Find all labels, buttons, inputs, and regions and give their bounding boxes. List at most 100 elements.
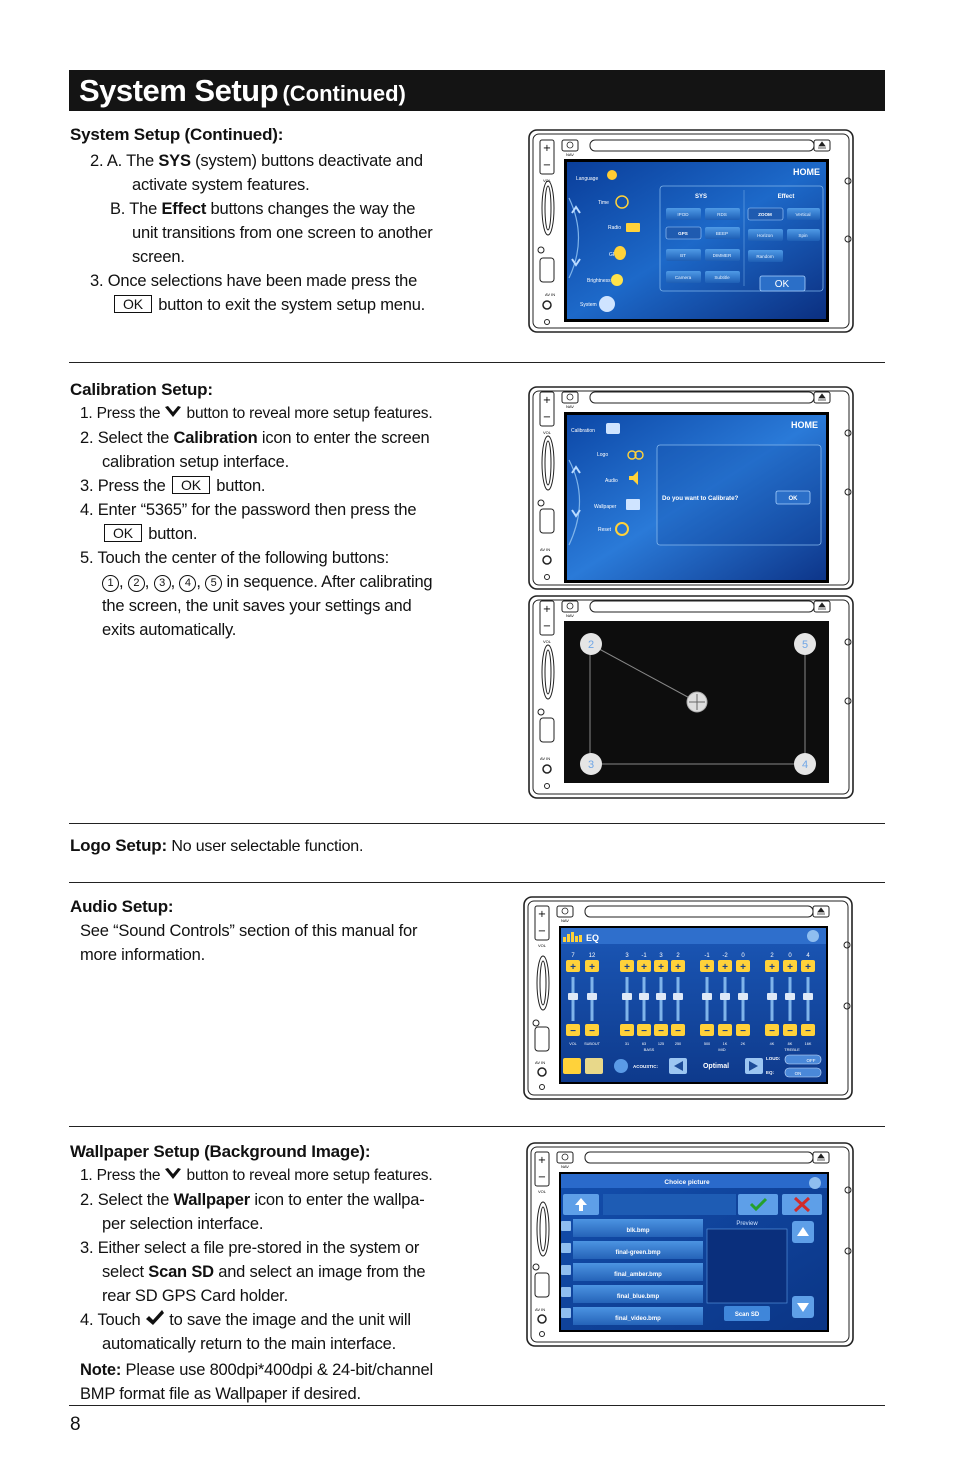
svg-text:Spin[interactable]: Spin	[798, 233, 808, 238]
eq-plus-button[interactable]	[671, 960, 685, 972]
logo-icon[interactable]	[627, 450, 637, 460]
svg-text:Do you want to Calibrate?: Do you want to Calibrate?	[662, 495, 739, 502]
eq-plus-button[interactable]	[718, 960, 732, 972]
eq-plus-button[interactable]	[801, 960, 815, 972]
speaker-icon[interactable]	[629, 471, 638, 485]
svg-text:SYS: SYS	[695, 194, 707, 200]
svg-text:4[interactable]: 4	[802, 759, 808, 771]
svg-text:RDS[interactable]: RDS	[717, 212, 727, 217]
section-divider	[69, 362, 885, 363]
svg-text:final-green.bmp[interactable]: final-green.bmp	[615, 1250, 660, 1256]
eq-slider-knob[interactable]	[639, 993, 649, 1000]
eq-minus-button[interactable]	[718, 1024, 732, 1036]
svg-text:BEEP[interactable]: BEEP	[716, 231, 728, 236]
calibration-icon[interactable]	[606, 423, 620, 434]
eq-band-label: 250	[675, 1042, 681, 1046]
back-icon[interactable]	[807, 930, 819, 942]
svg-text:Vertical[interactable]: Vertical	[795, 212, 810, 217]
eq-slider-knob[interactable]	[673, 993, 683, 1000]
clock-icon[interactable]	[615, 195, 629, 209]
plus-icon: +	[805, 962, 811, 973]
eq-slider-knob[interactable]	[568, 993, 578, 1000]
eq-plus-button[interactable]	[765, 960, 779, 972]
eq-minus-button[interactable]	[765, 1024, 779, 1036]
svg-text:blk.bmp[interactable]: blk.bmp	[626, 1228, 649, 1234]
eq-preset-button[interactable]	[563, 1058, 581, 1074]
language-icon[interactable]	[607, 170, 617, 180]
eq-slider-knob[interactable]	[656, 993, 666, 1000]
eq-toggle[interactable]	[784, 1067, 822, 1078]
svg-text:GPS[interactable]: GPS	[678, 231, 688, 236]
eq-slider-knob[interactable]	[720, 993, 730, 1000]
eq-slider-knob[interactable]	[785, 993, 795, 1000]
logo-section: Logo Setup: No user selectable function.	[70, 836, 364, 855]
eq-band-value: -1	[704, 953, 710, 959]
circled-number: 2	[127, 575, 145, 592]
svg-text:TREBLE: TREBLE	[784, 1047, 800, 1052]
eq-preset-button[interactable]	[585, 1058, 603, 1074]
svg-text:Subtitle[interactable]: Subtitle	[714, 275, 730, 280]
svg-text:Random[interactable]: Random	[756, 254, 774, 259]
svg-text:5[interactable]: 5	[802, 639, 808, 651]
svg-text:2[interactable]: 2	[588, 639, 594, 651]
close-icon	[793, 1196, 811, 1213]
brightness-icon[interactable]	[611, 274, 623, 286]
system-setup-body: 2. A. The SYS (system) buttons deactivat…	[90, 152, 433, 314]
svg-text:BT[interactable]: BT	[680, 253, 686, 258]
eq-minus-button[interactable]	[700, 1024, 714, 1036]
reset-icon[interactable]	[614, 1059, 628, 1073]
eq-plus-button[interactable]	[736, 960, 750, 972]
eq-slider-knob[interactable]	[738, 993, 748, 1000]
reset-icon[interactable]	[615, 522, 629, 536]
eq-plus-button[interactable]	[637, 960, 651, 972]
svg-text:ON: ON	[795, 1071, 802, 1076]
ok-button[interactable]	[775, 490, 811, 505]
eq-minus-button[interactable]	[801, 1024, 815, 1036]
eq-minus-button[interactable]	[566, 1024, 580, 1036]
gps-icon[interactable]	[614, 246, 626, 260]
svg-text:Horizon[interactable]: Horizon	[757, 233, 773, 238]
ok-button[interactable]	[759, 275, 806, 292]
eq-plus-button[interactable]	[654, 960, 668, 972]
svg-text:final_blue.bmp[interactable]: final_blue.bmp	[617, 1294, 660, 1300]
eq-plus-button[interactable]	[783, 960, 797, 972]
eq-minus-button[interactable]	[620, 1024, 634, 1036]
minus-icon: −	[641, 1026, 647, 1037]
confirm-button[interactable]	[738, 1194, 778, 1215]
radio-icon[interactable]	[626, 223, 640, 232]
eq-plus-button[interactable]	[700, 960, 714, 972]
svg-text:Time: Time	[598, 200, 609, 206]
eq-plus-button[interactable]	[566, 960, 580, 972]
back-icon[interactable]	[809, 1177, 821, 1189]
svg-text:3[interactable]: 3	[588, 759, 594, 771]
scan-sd-button[interactable]	[724, 1306, 770, 1321]
eq-band-label: VOL	[569, 1042, 577, 1046]
loud-toggle[interactable]	[784, 1054, 822, 1065]
svg-text:Camera[interactable]: Camera	[675, 275, 692, 280]
svg-text:IPOD[interactable]: IPOD	[677, 212, 689, 217]
eq-minus-button[interactable]	[637, 1024, 651, 1036]
wallpaper-icon[interactable]	[626, 499, 640, 510]
svg-text:final_amber.bmp[interactable]: final_amber.bmp	[614, 1272, 662, 1278]
page-subtitle: (Continued)	[282, 81, 406, 106]
eq-minus-button[interactable]	[654, 1024, 668, 1036]
system-icon[interactable]	[599, 296, 615, 312]
svg-text:final_video.bmp[interactable]: final_video.bmp	[615, 1316, 661, 1322]
plus-icon: +	[704, 962, 710, 973]
minus-icon: −	[624, 1026, 630, 1037]
eq-plus-button[interactable]	[585, 960, 599, 972]
eq-minus-button[interactable]	[736, 1024, 750, 1036]
eq-slider-knob[interactable]	[702, 993, 712, 1000]
device-calibration-points: + − VOL NAV AV IN 2 5 3 4	[528, 595, 854, 799]
eq-slider-knob[interactable]	[587, 993, 597, 1000]
svg-text:ZOOM[interactable]: ZOOM	[758, 212, 772, 217]
eq-slider-knob[interactable]	[622, 993, 632, 1000]
svg-text:DIMMER[interactable]: DIMMER	[713, 253, 732, 258]
eq-minus-button[interactable]	[585, 1024, 599, 1036]
eq-minus-button[interactable]	[671, 1024, 685, 1036]
calibration-heading: Calibration Setup:	[70, 380, 213, 399]
eq-slider-knob[interactable]	[803, 993, 813, 1000]
eq-slider-knob[interactable]	[767, 993, 777, 1000]
eq-minus-button[interactable]	[783, 1024, 797, 1036]
eq-plus-button[interactable]	[620, 960, 634, 972]
